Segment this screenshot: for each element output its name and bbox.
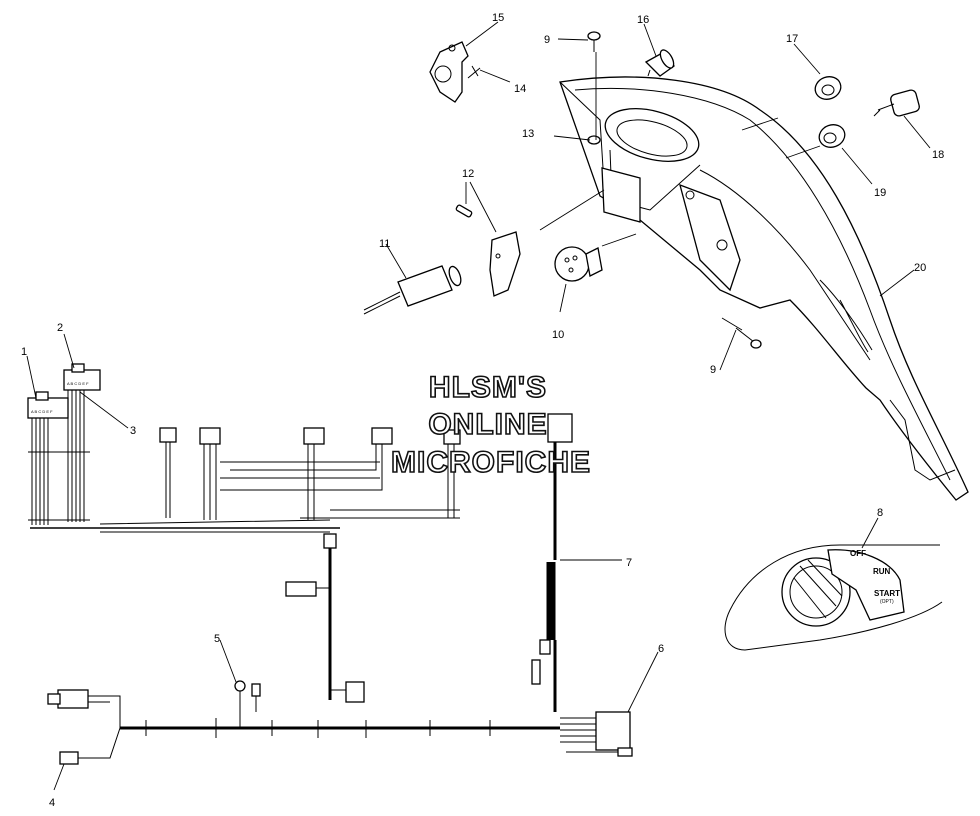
callout-9-lower: 9 [710,364,716,376]
callout-17: 17 [786,33,798,45]
pin-part-12 [455,204,473,218]
connector-part-2 [63,369,101,391]
screw-part-9-top [587,31,601,52]
ignition-switch-inset: OFF RUN START (OPT) [724,544,943,651]
callout-13: 13 [522,128,534,140]
switch-label-run: RUN [873,567,891,576]
switch-label-start-sub: (OPT) [880,599,894,605]
bracket-part-15 [429,41,469,103]
watermark-line-2: ONLINE [428,408,547,441]
ignition-switch-part-10 [554,246,603,282]
callout-10: 10 [552,329,564,341]
callout-1: 1 [21,346,27,358]
callout-numbers: 1 2 3 4 5 6 7 8 9 9 10 11 12 13 14 15 16… [21,12,944,809]
callout-4: 4 [49,797,55,809]
callout-8: 8 [877,507,883,519]
callout-19: 19 [874,187,886,199]
callout-11: 11 [379,238,390,250]
switch-label-off: OFF [850,549,866,558]
callout-6: 6 [658,643,664,655]
callout-7: 7 [626,557,632,569]
bulb-socket-part-16 [644,49,675,77]
callout-16: 16 [637,14,649,26]
switch-label-start: START [874,589,900,598]
nut-part-19 [818,124,846,148]
cable-switch-part-11 [363,265,462,315]
callout-9-top: 9 [544,34,550,46]
watermark-line-3: MICROFICHE [391,446,591,479]
callout-12: 12 [462,168,474,180]
connector-row-upper [159,413,573,520]
screw-part-14 [467,65,481,79]
callout-2: 2 [57,322,63,334]
connector-2-pins: A B C D E F [67,381,89,386]
callout-5: 5 [214,633,220,645]
callout-3: 3 [130,425,136,437]
callout-14: 14 [514,83,526,95]
wiring-harness: A B C D E F A B C D E F [27,363,633,765]
leader-lines [26,21,931,791]
watermark: HLSM'S ONLINE MICROFICHE [390,370,591,480]
callout-15: 15 [492,12,504,24]
dash-panel-assembly [559,76,969,501]
watermark-line-1: HLSM'S [429,371,547,404]
screw-part-9-lower [735,327,762,349]
callout-20: 20 [914,262,926,274]
connector-part-1 [27,397,69,419]
lever-part-12 [489,231,521,297]
connector-1-pins: A B C D E F [31,409,53,414]
nut-part-17 [814,76,842,100]
callout-18: 18 [932,149,944,161]
key-part-18 [873,89,920,117]
